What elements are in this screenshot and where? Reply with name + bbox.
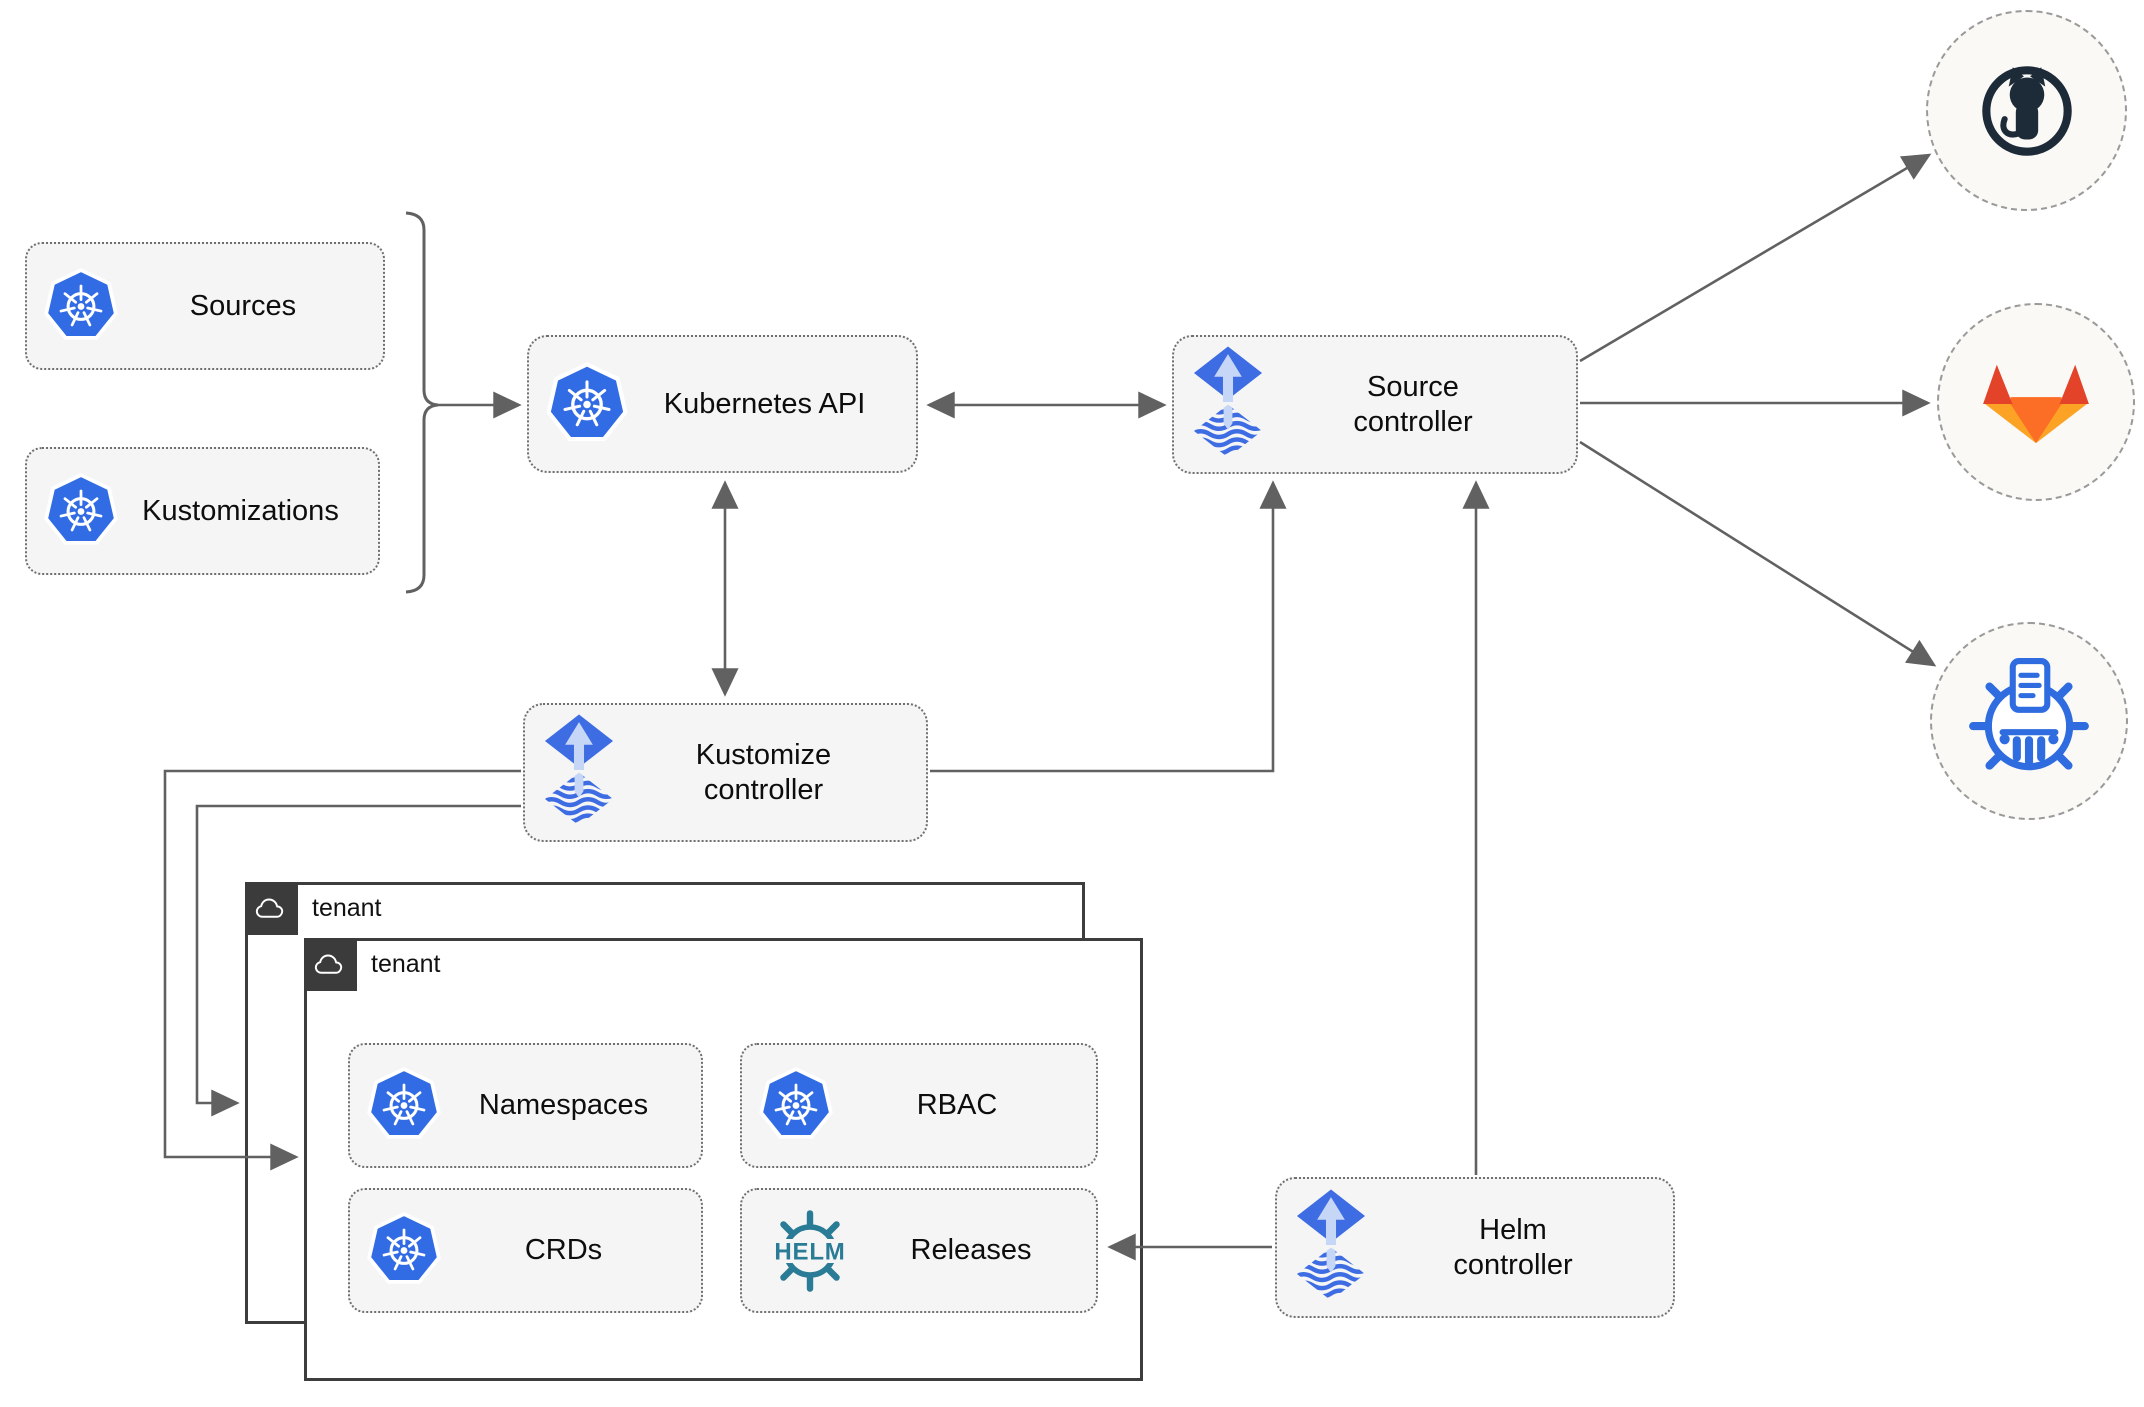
node-kustomizations: Kustomizations — [25, 447, 380, 575]
tenant-label: tenant — [371, 950, 441, 978]
registry-icon — [1966, 655, 2092, 787]
external-gitlab — [1937, 303, 2135, 501]
node-namespaces: Namespaces — [348, 1043, 703, 1168]
node-label: Sources — [189, 289, 297, 322]
node-label: RBAC — [916, 1089, 998, 1122]
edge-source-to-registry — [1579, 440, 1937, 667]
external-container-registry — [1930, 622, 2128, 820]
node-label: Releases — [910, 1234, 1032, 1267]
node-crds: CRDs — [348, 1188, 703, 1313]
node-releases: Releases — [740, 1188, 1098, 1313]
kubernetes-icon — [545, 361, 629, 448]
flux-icon — [1293, 1187, 1369, 1308]
flux-icon — [541, 712, 617, 833]
kubernetes-icon — [43, 472, 119, 551]
edge-brace-group — [405, 211, 439, 594]
node-label: Source controller — [1353, 371, 1473, 438]
external-github — [1926, 10, 2127, 211]
github-icon — [1966, 50, 2088, 172]
node-sources: Sources — [25, 242, 385, 370]
node-kustomize-controller: Kustomize controller — [523, 703, 928, 842]
node-rbac: RBAC — [740, 1043, 1098, 1168]
cloud-icon — [313, 951, 349, 978]
node-helm-controller: Helm controller — [1275, 1177, 1675, 1318]
edge-kustomize-to-source — [930, 480, 1287, 773]
node-label: Kustomizations — [142, 494, 339, 527]
node-label: Kubernetes API — [663, 387, 866, 420]
helm-icon — [758, 1203, 862, 1299]
node-label: Kustomize controller — [695, 739, 832, 806]
node-source-controller: Source controller — [1172, 335, 1578, 474]
node-label: CRDs — [524, 1234, 603, 1267]
tenant-box-front: tenant Namespaces RBAC CRDs Releases — [304, 938, 1143, 1381]
kubernetes-icon — [43, 267, 119, 346]
kubernetes-icon — [758, 1066, 834, 1145]
tenant-tab — [245, 882, 298, 935]
kubernetes-icon — [366, 1066, 442, 1145]
cloud-icon — [254, 895, 290, 922]
gitlab-icon — [1977, 353, 2095, 451]
flux-icon — [1190, 344, 1266, 465]
tenant-tab — [304, 938, 357, 991]
node-kubernetes-api: Kubernetes API — [527, 335, 918, 473]
node-label: Helm controller — [1453, 1214, 1573, 1281]
tenant-label: tenant — [312, 894, 382, 922]
node-label: Namespaces — [478, 1089, 649, 1122]
kubernetes-icon — [366, 1211, 442, 1290]
edge-source-to-github — [1579, 153, 1932, 363]
